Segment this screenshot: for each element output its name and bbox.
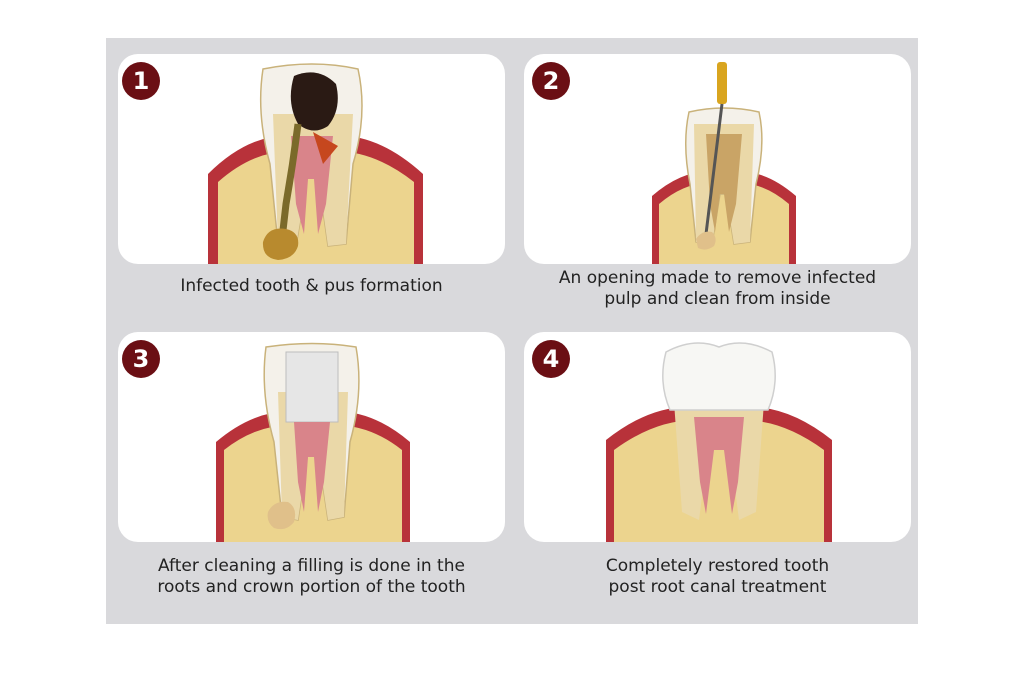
step-1-card [118,54,505,264]
caption-line: An opening made to remove infected [558,268,877,288]
caption-line: Infected tooth & pus formation [180,276,443,296]
diagram-panel: Infected tooth & pus formation 1 An open… [106,38,918,624]
step-1-caption: Infected tooth & pus formation [118,276,505,297]
tooth-with-file-illustration [652,62,796,264]
step-2-caption: An opening made to remove infected pulp … [524,268,911,310]
caption-line: Completely restored tooth [605,556,830,576]
step-number-badge: 2 [532,62,570,100]
restored-tooth-illustration [606,342,832,542]
step-3-caption: After cleaning a filling is done in the … [118,556,505,598]
caption-line: post root canal treatment [608,577,827,597]
step-4-caption: Completely restored tooth post root cana… [524,556,911,598]
step-number-badge: 4 [532,340,570,378]
step-3-card [118,332,505,542]
caption-line: pulp and clean from inside [604,289,831,309]
caption-line: roots and crown portion of the tooth [157,577,466,597]
step-2-card [524,54,911,264]
caption-line: After cleaning a filling is done in the [158,556,465,576]
step-number-badge: 3 [122,340,160,378]
infected-tooth-illustration [208,63,423,264]
step-number-badge: 1 [122,62,160,100]
filled-tooth-illustration [216,342,410,542]
step-4-card [524,332,911,542]
